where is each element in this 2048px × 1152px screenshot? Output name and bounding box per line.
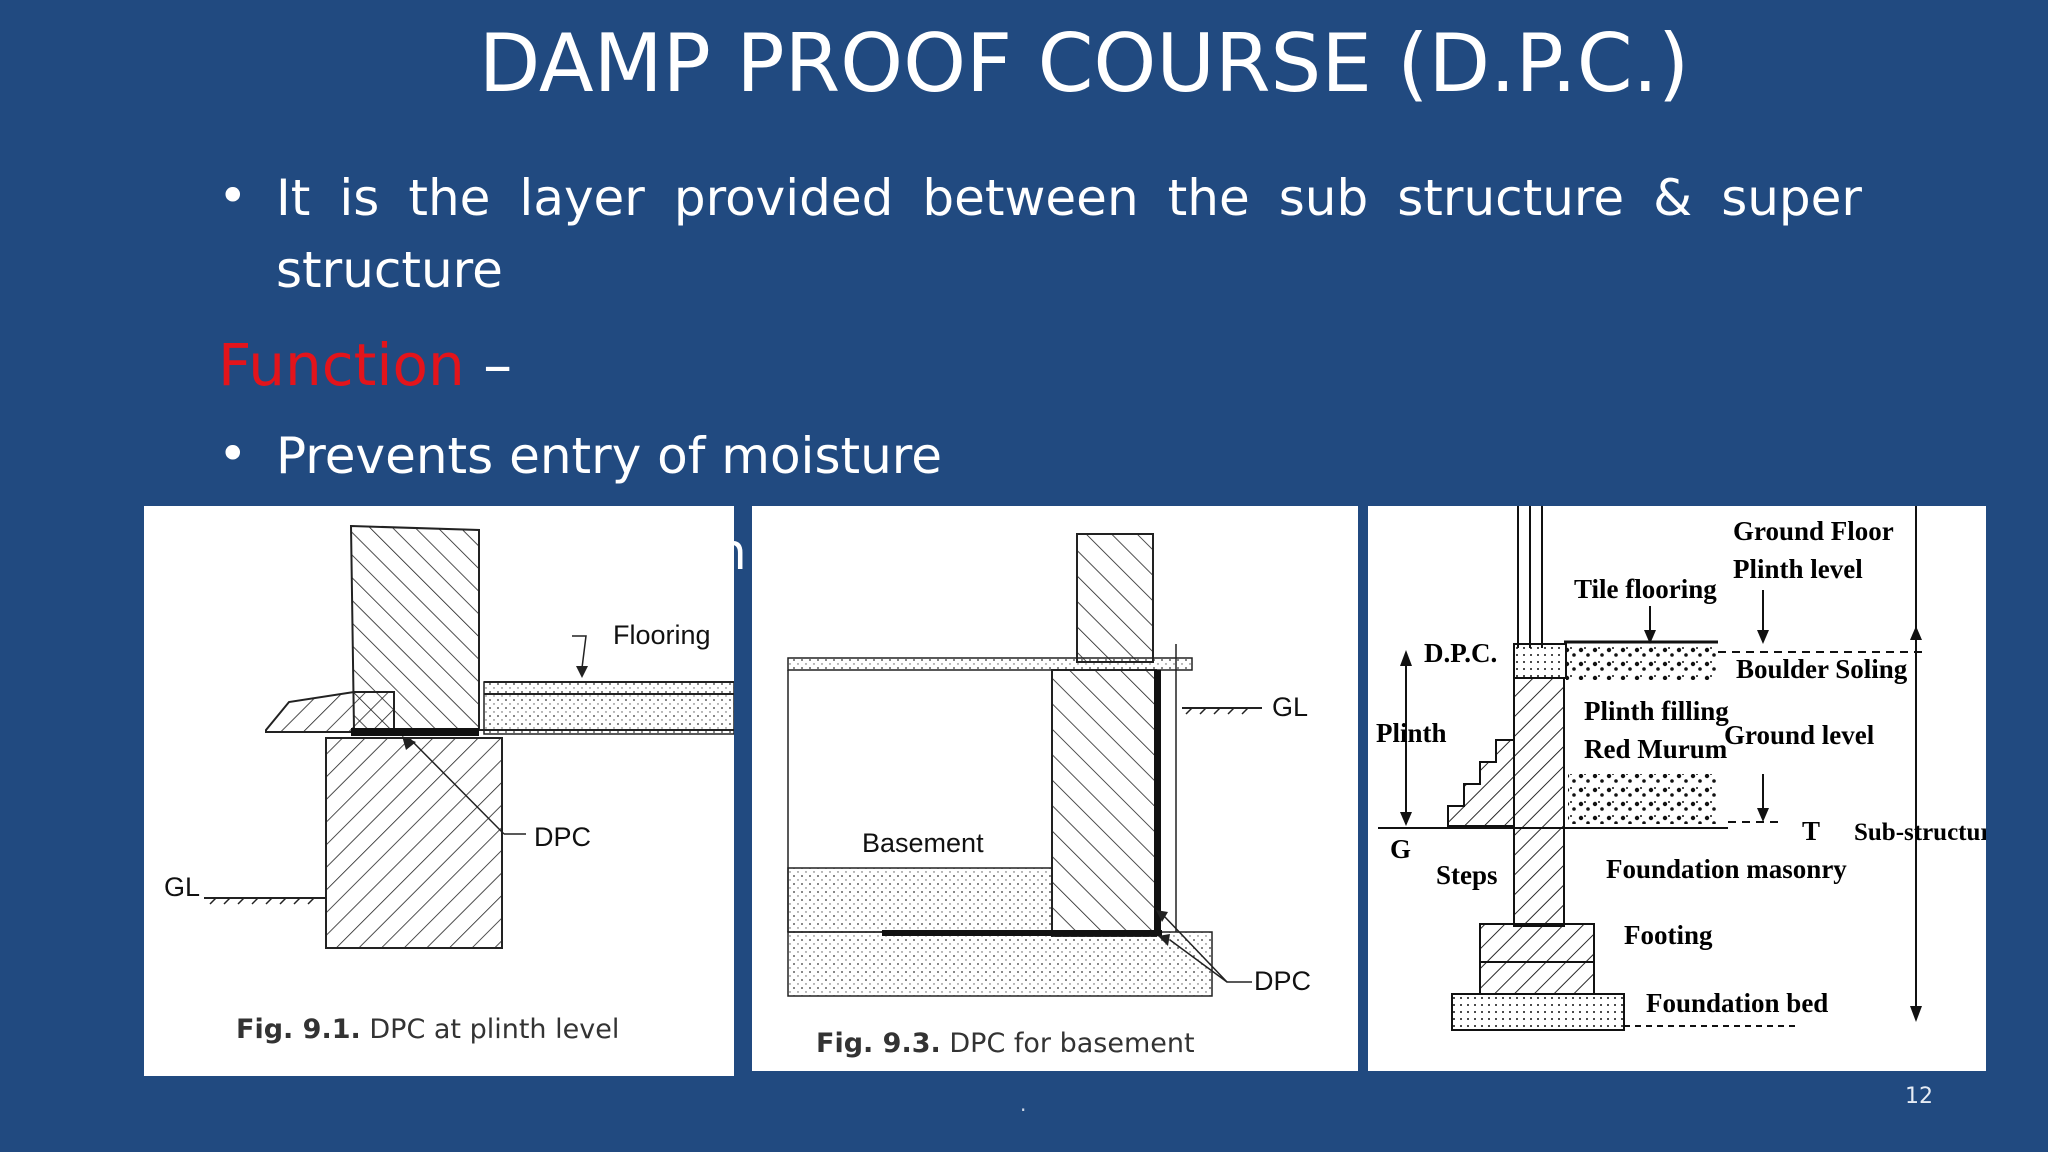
label-red-murum: Red Murum: [1584, 734, 1728, 764]
foundation-bed: [1451, 993, 1625, 1031]
figure-dpc-basement: GL Basement DPC Fig. 9.3. DPC for baseme…: [752, 506, 1358, 1071]
label-dpc: DPC: [1254, 966, 1311, 996]
label-dpc: D.P.C.: [1424, 638, 1497, 668]
caption-text: DPC for basement: [949, 1028, 1195, 1059]
caption-prefix: Fig. 9.3.: [816, 1028, 941, 1059]
function-dash: –: [464, 331, 513, 399]
foundation-slab: [787, 931, 1213, 997]
figure-caption: Fig. 9.1. DPC at plinth level: [236, 1014, 619, 1045]
label-foundation-masonry: Foundation masonry: [1606, 854, 1847, 884]
steps: [1447, 739, 1515, 827]
ground-floor-slab: [787, 657, 1193, 671]
figure-2-drawing: GL Basement DPC: [787, 533, 1311, 997]
basement-fill: [787, 867, 1053, 933]
label-tile-flooring: Tile flooring: [1574, 574, 1717, 604]
boulder-soling: [1566, 644, 1716, 680]
vertical-dpc: [1154, 670, 1161, 936]
caption-text: DPC at plinth level: [369, 1014, 620, 1045]
label-basement: Basement: [862, 828, 984, 858]
horizontal-dpc: [882, 930, 1162, 936]
bullet-marker: •: [218, 167, 248, 225]
label-boulder-soling: Boulder Soling: [1736, 654, 1908, 684]
figure-dpc-plinth-level: Flooring DPC GL Fig. 9.1. DPC at plinth …: [144, 506, 734, 1076]
label-ground-level: Ground level: [1724, 720, 1875, 750]
label-dpc: DPC: [534, 822, 591, 852]
slide-title: DAMP PROOF COURSE (D.P.C.): [478, 17, 1690, 110]
label-footing: Footing: [1624, 920, 1713, 950]
bullet-text-moisture: Prevents entry of moisture: [276, 427, 943, 485]
label-plinth: Plinth: [1376, 718, 1447, 748]
footer-text: .: [1020, 1092, 1027, 1116]
figure-3-drawing: Ground Floor Plinth level Tile flooring …: [1376, 506, 1986, 1031]
function-label: Function: [218, 331, 465, 399]
label-plinth-level: Plinth level: [1733, 554, 1863, 584]
label-ground-floor: Ground Floor: [1733, 516, 1894, 546]
footing-step-2: [1479, 961, 1595, 995]
dpc-block: [1513, 643, 1567, 679]
label-gl: GL: [164, 872, 200, 902]
label-steps: Steps: [1436, 860, 1498, 890]
page-number: 12: [1905, 1084, 1933, 1109]
caption-prefix: Fig. 9.1.: [236, 1014, 361, 1045]
label-plinth-filling: Plinth filling: [1584, 696, 1729, 726]
label-foundation-bed: Foundation bed: [1646, 988, 1828, 1018]
foundation-masonry: [1513, 677, 1565, 927]
figure-substructure-section: Ground Floor Plinth level Tile flooring …: [1368, 506, 1986, 1071]
upper-wall: [1076, 533, 1154, 663]
label-t: T: [1802, 816, 1820, 846]
floor-filling: [483, 681, 734, 735]
red-murum: [1568, 774, 1718, 824]
lower-wall: [325, 737, 503, 949]
label-flooring: Flooring: [613, 620, 711, 650]
figure-1-drawing: Flooring DPC GL: [164, 524, 734, 949]
label-g: G: [1390, 834, 1411, 864]
bullet-marker: •: [218, 425, 248, 483]
dpc-layer: [351, 728, 479, 736]
label-sub-structure: Sub-structure: [1854, 819, 1986, 846]
figure-caption: Fig. 9.3. DPC for basement: [816, 1028, 1195, 1059]
bullet-text-definition: It is the layer provided between the sub…: [276, 169, 1862, 299]
footing-step-1: [1479, 923, 1595, 963]
step: [265, 691, 395, 733]
label-gl: GL: [1272, 692, 1308, 722]
basement-wall: [1051, 669, 1157, 937]
function-heading: Function –: [218, 332, 512, 398]
